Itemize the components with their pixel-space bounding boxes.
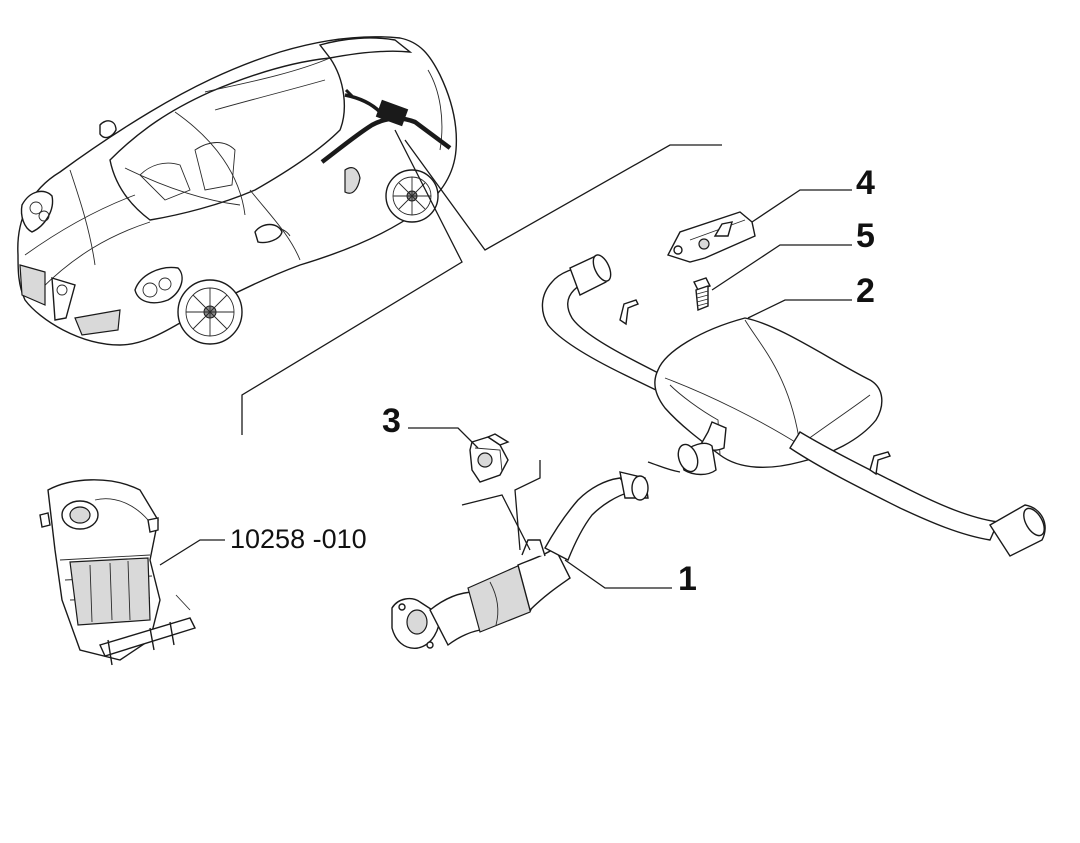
- callout-1-leader: [564, 559, 672, 589]
- callout-5-label: 5: [856, 217, 875, 255]
- part-5-bolt: [693, 277, 711, 311]
- car-illustration: [17, 36, 458, 346]
- assembly-leader-lines: [461, 460, 681, 551]
- callout-2-leader: [747, 299, 852, 319]
- callout-3-leader: [408, 427, 479, 449]
- reference-leader: [159, 539, 225, 566]
- reference-number-label: 10258 -010: [230, 524, 367, 554]
- part-2-rear-muffler: [541, 254, 1046, 557]
- callout-3-label: 3: [382, 402, 401, 440]
- part-1-front-pipe: [391, 471, 649, 649]
- callout-4-label: 4: [856, 164, 875, 202]
- callout-4-leader: [751, 189, 852, 223]
- part-3-rubber-mount: [469, 433, 510, 483]
- callout-5-leader: [711, 244, 852, 291]
- part-4-bracket: [666, 211, 756, 263]
- callout-1-label: 1: [678, 560, 697, 598]
- catalytic-converter: [39, 479, 196, 666]
- callout-2-label: 2: [856, 272, 875, 310]
- car-detail-leader: [241, 129, 722, 435]
